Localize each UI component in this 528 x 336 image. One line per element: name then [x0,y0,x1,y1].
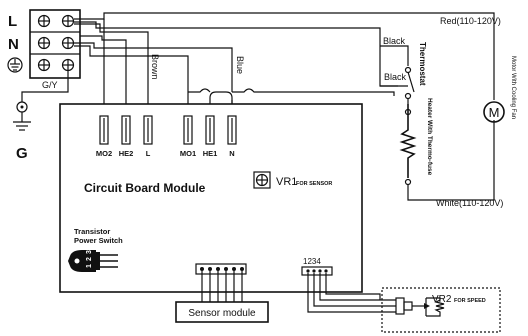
terminal-l-label: L [8,13,17,30]
sensor-module [175,301,269,323]
motor: M [483,101,505,123]
pin-label-n: N [229,149,234,158]
transistor-icon [68,250,118,272]
earth-ground-icon [7,57,23,73]
board-title: Circuit Board Module [84,181,206,195]
motor-icon [483,101,505,123]
blue-wire-label: Blue [235,56,245,74]
transistor-pin-1: 1 [86,264,93,268]
ground-icon [13,101,31,131]
pin-label-mo1: MO1 [180,149,196,158]
terminal-block [29,9,81,79]
red-wire-label: Red(110-120V) [440,16,501,26]
pin-label-he2: HE2 [119,149,134,158]
motor-symbol: M [489,105,500,120]
transistor-label-1: Transistor [74,227,110,236]
pin-label-l: L [146,149,151,158]
vr2-label: VR2 [432,294,452,305]
motor-label: Motor With Cooling Fan [510,56,516,119]
connector-label: 1234 [303,257,321,266]
terminal-n-label: N [8,36,19,53]
screw-icon [37,14,75,72]
white-wire-label: White(110-120V) [436,198,503,208]
vr1-note: FOR SENSOR [296,181,332,187]
black-wire-label-2: Black [384,72,407,82]
speed-connector [301,266,333,276]
pin-label-he1: HE1 [203,149,218,158]
transistor-pin-3: 3 [86,250,93,254]
board-pins [99,115,237,145]
vr1-potentiometer [253,171,271,189]
ground-label: G [16,145,28,162]
vr2-potentiometer [395,297,445,317]
vr2-box [381,287,501,333]
sensor-module-label: Sensor module [188,308,256,319]
heater-label: Heater With Thermo-fuse [426,98,433,176]
pin-label-mo2: MO2 [96,149,112,158]
black-wire-label-1: Black [383,36,406,46]
thermostat-label: Thermostat [418,42,427,86]
brown-wire-label: Brown [150,54,160,80]
vr1-label: VR1 [276,176,297,188]
vr2-note: FOR SPEED [454,298,486,304]
transistor-pin-2: 2 [86,257,93,261]
gy-wire-label: G/Y [42,80,58,90]
transistor-label-2: Power Switch [74,236,123,245]
sensor-header [195,263,247,302]
heater [399,104,417,188]
thermostat [404,66,415,104]
